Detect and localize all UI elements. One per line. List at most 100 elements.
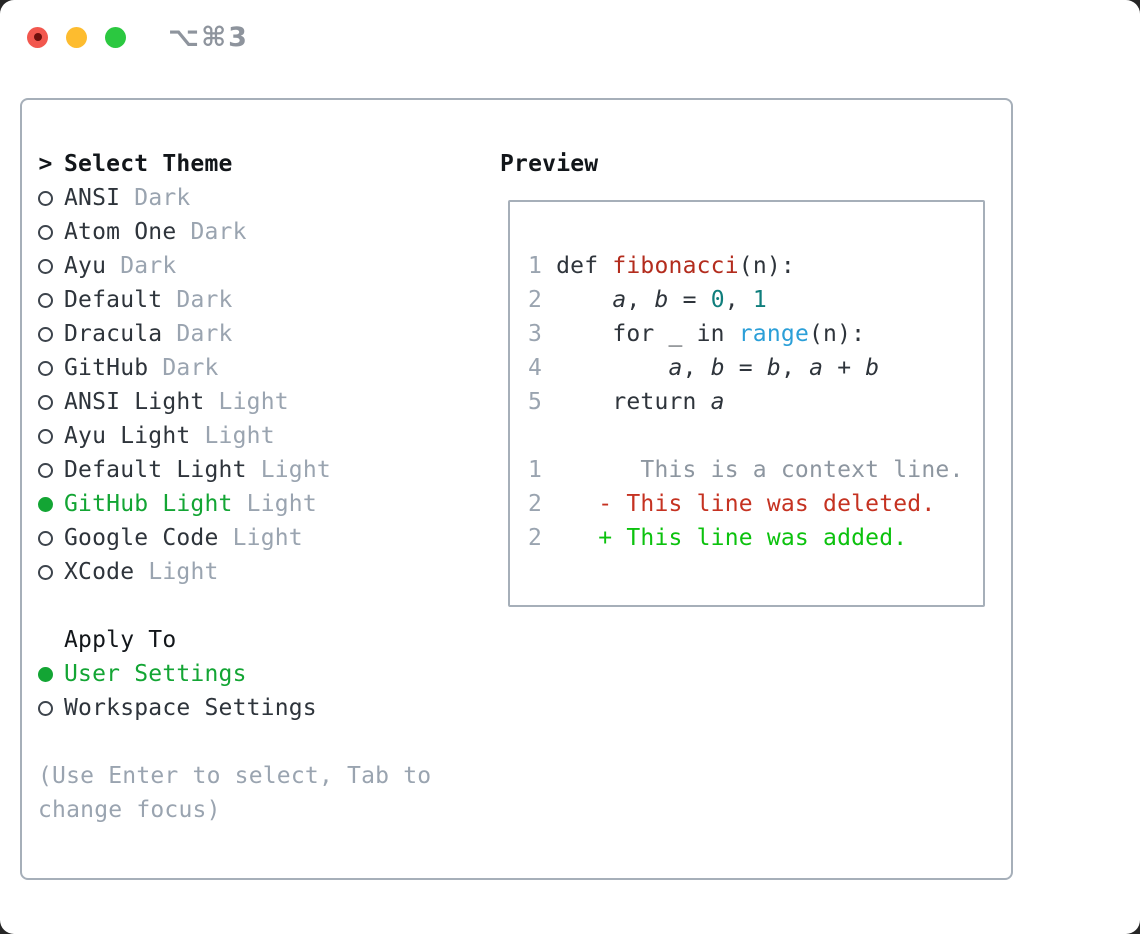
theme-name: ANSI Light (64, 389, 205, 415)
apply-option-label: Workspace Settings (64, 695, 317, 721)
theme-variant: Light (246, 491, 317, 517)
radio-icon (38, 462, 53, 478)
theme-name: Default Light (64, 457, 247, 483)
keyboard-shortcut-label: ⌥⌘3 (168, 21, 249, 53)
line-number: 1 (528, 253, 543, 279)
theme-option-label: GitHub Light Light (64, 491, 317, 517)
theme-option-label: Ayu Light Light (64, 423, 275, 449)
theme-option-ayu[interactable]: Ayu Dark (38, 249, 500, 283)
theme-variant: Dark (120, 253, 177, 279)
theme-variant: Light (232, 525, 303, 551)
prompt-cursor-icon: > (38, 151, 53, 177)
theme-variant: Light (148, 559, 219, 585)
theme-option-label: ANSI Dark (64, 185, 190, 211)
spacer (38, 725, 500, 759)
apply-option-label: User Settings (64, 661, 247, 687)
code-token: b (710, 355, 725, 381)
zoom-button[interactable] (105, 26, 126, 48)
radio-icon (38, 564, 53, 580)
code-token: 0 (710, 287, 725, 313)
radio-icon (38, 666, 53, 682)
theme-option-label: Dracula Dark (64, 321, 233, 347)
apply-option-user-settings[interactable]: User Settings (38, 657, 500, 691)
preview-column: Preview 1 def fibonacci(n):2 a, b = 0, 1… (500, 147, 1011, 878)
theme-option-default[interactable]: Default Dark (38, 283, 500, 317)
code-token: b (865, 355, 880, 381)
theme-name: Atom One (64, 219, 177, 245)
theme-option-label: Atom One Dark (64, 219, 247, 245)
code-token: (n): (738, 253, 795, 279)
theme-option-label: XCode Light (64, 559, 219, 585)
radio-icon (38, 224, 53, 240)
radio-icon (38, 190, 53, 206)
diff-line: 2 + This line was added. (528, 521, 983, 555)
theme-option-label: ANSI Light Light (64, 389, 289, 415)
theme-option-ayu-light[interactable]: Ayu Light Light (38, 419, 500, 453)
line-number: 2 (528, 491, 543, 517)
code-token: , (724, 287, 753, 313)
diff-preview: 1 This is a context line.2 - This line w… (528, 453, 983, 555)
code-line: 1 def fibonacci(n): (528, 249, 983, 283)
radio-icon (38, 394, 53, 410)
window-controls (27, 26, 126, 48)
title-bar: ⌥⌘3 (0, 0, 1140, 74)
help-line: change focus) (38, 797, 221, 823)
code-token: + (823, 355, 866, 381)
code-token: = (668, 287, 711, 313)
apply-to-header: Apply To (38, 623, 500, 657)
code-line: 3 for _ in range(n): (528, 317, 983, 351)
diff-line: 2 - This line was deleted. (528, 487, 983, 521)
radio-icon (38, 700, 53, 716)
theme-option-label: GitHub Dark (64, 355, 219, 381)
theme-option-dracula[interactable]: Dracula Dark (38, 317, 500, 351)
theme-option-label: Default Dark (64, 287, 233, 313)
code-token: a (668, 355, 683, 381)
theme-option-atom-one[interactable]: Atom One Dark (38, 215, 500, 249)
code-token: b (766, 355, 781, 381)
help-line: (Use Enter to select, Tab to (38, 763, 432, 789)
diff-line: 1 This is a context line. (528, 453, 983, 487)
code-token (556, 287, 612, 313)
line-number: 1 (528, 457, 543, 483)
theme-option-label: Google Code Light (64, 525, 303, 551)
theme-option-default-light[interactable]: Default Light Light (38, 453, 500, 487)
code-token: fibonacci (612, 253, 739, 279)
theme-option-ansi[interactable]: ANSI Dark (38, 181, 500, 215)
close-button[interactable] (27, 26, 48, 48)
line-number: 5 (528, 389, 543, 415)
theme-variant: Dark (190, 219, 247, 245)
minimize-button[interactable] (66, 26, 87, 48)
theme-variant: Light (260, 457, 331, 483)
theme-option-xcode[interactable]: XCode Light (38, 555, 500, 589)
theme-name: XCode (64, 559, 135, 585)
theme-variant: Light (218, 389, 289, 415)
preview-title: Preview (500, 151, 599, 177)
theme-name: Google Code (64, 525, 219, 551)
code-token: = (724, 355, 767, 381)
code-line: 2 a, b = 0, 1 (528, 283, 983, 317)
theme-name: GitHub Light (64, 491, 233, 517)
theme-option-github-light[interactable]: GitHub Light Light (38, 487, 500, 521)
code-token: a (809, 355, 824, 381)
code-token: , (780, 355, 810, 381)
code-token: (n): (809, 321, 866, 347)
theme-option-github[interactable]: GitHub Dark (38, 351, 500, 385)
theme-option-label: Ayu Dark (64, 253, 176, 279)
code-line: 4 a, b = b, a + b (528, 351, 983, 385)
apply-option-workspace-settings[interactable]: Workspace Settings (38, 691, 500, 725)
line-number: 4 (528, 355, 543, 381)
code-token: a (612, 287, 627, 313)
radio-icon (38, 428, 53, 444)
code-token: - This line was deleted. (556, 491, 936, 517)
line-number: 2 (528, 287, 543, 313)
line-number: 3 (528, 321, 543, 347)
theme-option-google-code[interactable]: Google Code Light (38, 521, 500, 555)
theme-name: Default (64, 287, 163, 313)
theme-option-ansi-light[interactable]: ANSI Light Light (38, 385, 500, 419)
radio-icon (38, 258, 53, 274)
theme-name: Dracula (64, 321, 163, 347)
